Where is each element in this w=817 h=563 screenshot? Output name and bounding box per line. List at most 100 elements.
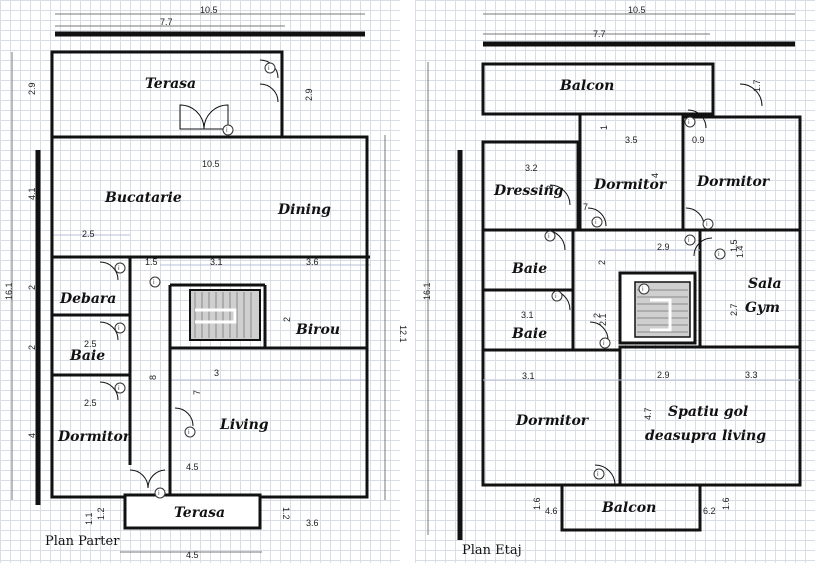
svg-text:i: i xyxy=(603,340,605,347)
dim-label: 3.5 xyxy=(625,135,638,145)
dim-label: 3 xyxy=(545,185,555,190)
svg-text:i: i xyxy=(642,286,644,293)
left-grid-background xyxy=(0,0,400,563)
room-label-spatiu-gol: Spatiu gol xyxy=(668,404,748,420)
dim-label: 4.1 xyxy=(27,187,37,200)
staircase xyxy=(189,289,261,341)
room-label-balcon-bottom: Balcon xyxy=(601,500,656,516)
stair-steps xyxy=(194,292,252,338)
info-icon: i xyxy=(544,230,556,242)
stair-arrow xyxy=(650,298,672,332)
room-label-sala: Sala xyxy=(748,276,782,292)
info-icon: i xyxy=(684,234,696,246)
door-arc xyxy=(739,83,763,107)
info-icon: i xyxy=(184,426,196,438)
svg-text:i: i xyxy=(118,325,120,332)
dim-label: 7.7 xyxy=(160,17,173,27)
room-label-dormitor-mid: Dormitor xyxy=(593,177,668,193)
plan-title-parter: Plan Parter xyxy=(45,534,120,549)
dim-label: 10.5 xyxy=(200,5,218,15)
room-label-baie: Baie xyxy=(69,348,105,364)
dim-label: 3.1 xyxy=(521,310,534,320)
dim-label: 3.3 xyxy=(745,370,758,380)
info-icon: i xyxy=(638,283,650,295)
dim-label: 2.5 xyxy=(82,229,95,239)
dim-label: 3.2 xyxy=(525,163,538,173)
dim-label: 1.5 xyxy=(729,239,739,252)
dim-label: 1.6 xyxy=(721,497,731,510)
dim-label: 16.1 xyxy=(422,282,432,300)
info-icon: i xyxy=(114,262,126,274)
dim-label: 2 xyxy=(592,313,602,318)
balcon-bottom-walls xyxy=(560,483,702,532)
dim-label: 2.1 xyxy=(598,313,608,326)
dim-label: 10.5 xyxy=(202,159,220,169)
plan-parter: i i i i i i i i Terasa Bucatarie Dining … xyxy=(4,5,408,560)
dim-label: 1 xyxy=(599,125,609,130)
room-label-baie-a: Baie xyxy=(511,261,547,277)
svg-text:i: i xyxy=(548,233,550,240)
svg-text:i: i xyxy=(706,221,708,228)
door-arc xyxy=(129,469,149,489)
svg-text:i: i xyxy=(688,237,690,244)
info-icon: i xyxy=(154,487,166,499)
info-icon: i xyxy=(264,62,276,74)
dim-label: 8 xyxy=(148,375,158,380)
dim-label: 2 xyxy=(282,317,292,322)
door-arc xyxy=(587,207,607,227)
door-arc xyxy=(549,289,571,311)
info-icon: i xyxy=(114,382,126,394)
dim-label: 2.7 xyxy=(729,303,739,316)
dim-label: 1.5 xyxy=(145,257,158,267)
dim-label: 1.1 xyxy=(84,512,94,525)
info-icon: i xyxy=(593,468,605,480)
dim-label: 7 xyxy=(583,202,588,212)
dim-label: 2.9 xyxy=(304,88,314,101)
room-label-baie-b: Baie xyxy=(511,326,547,342)
door-arc xyxy=(99,261,119,281)
door-arc xyxy=(174,407,194,427)
terasa-top-walls xyxy=(50,50,284,139)
room-label-bucatarie: Bucatarie xyxy=(104,190,182,206)
svg-text:i: i xyxy=(688,119,690,126)
room-label-dormitor: Dormitor xyxy=(57,429,132,445)
svg-text:i: i xyxy=(158,490,160,497)
svg-text:i: i xyxy=(118,385,120,392)
dim-label: 3.6 xyxy=(306,257,319,267)
dim-label: 1.2 xyxy=(281,507,291,520)
door-arc xyxy=(179,104,205,130)
dim-label: 2.9 xyxy=(657,370,670,380)
dim-label: 4.5 xyxy=(186,550,199,560)
door-arc xyxy=(147,469,166,489)
dim-label: 4.7 xyxy=(643,407,653,420)
room-label-dormitor-low: Dormitor xyxy=(515,413,590,429)
dim-label: 0.9 xyxy=(692,135,705,145)
svg-text:i: i xyxy=(595,219,597,226)
svg-text:i: i xyxy=(268,65,270,72)
dim-label: 7 xyxy=(192,390,202,395)
dim-label: 2.9 xyxy=(657,242,670,252)
info-icon: i xyxy=(591,216,603,228)
door-arc xyxy=(589,321,609,341)
dim-label: 2 xyxy=(27,285,37,290)
plan-etaj: i i i i i i i i i i Balcon Dressing Dorm… xyxy=(422,5,802,558)
door-arc xyxy=(693,237,713,257)
stair-arrow xyxy=(195,308,237,324)
room-label-terasa-bottom: Terasa xyxy=(174,505,225,521)
room-label-birou: Birou xyxy=(295,322,340,338)
svg-text:i: i xyxy=(226,127,228,134)
dim-label: 3 xyxy=(214,368,219,378)
room-label-balcon: Balcon xyxy=(559,78,614,94)
room-label-terasa: Terasa xyxy=(145,76,196,92)
staircase xyxy=(634,281,691,338)
room-label-debara: Debara xyxy=(59,291,116,307)
baie-a-walls xyxy=(481,228,575,292)
info-icon: i xyxy=(222,124,234,136)
dim-label: 1.4 xyxy=(735,245,745,258)
dim-label: 7.7 xyxy=(593,29,606,39)
room-label-dormitor-right: Dormitor xyxy=(696,174,771,190)
dim-label: 1.2 xyxy=(96,507,106,520)
terasa-bottom-walls xyxy=(123,493,262,530)
door-arc xyxy=(99,381,119,401)
